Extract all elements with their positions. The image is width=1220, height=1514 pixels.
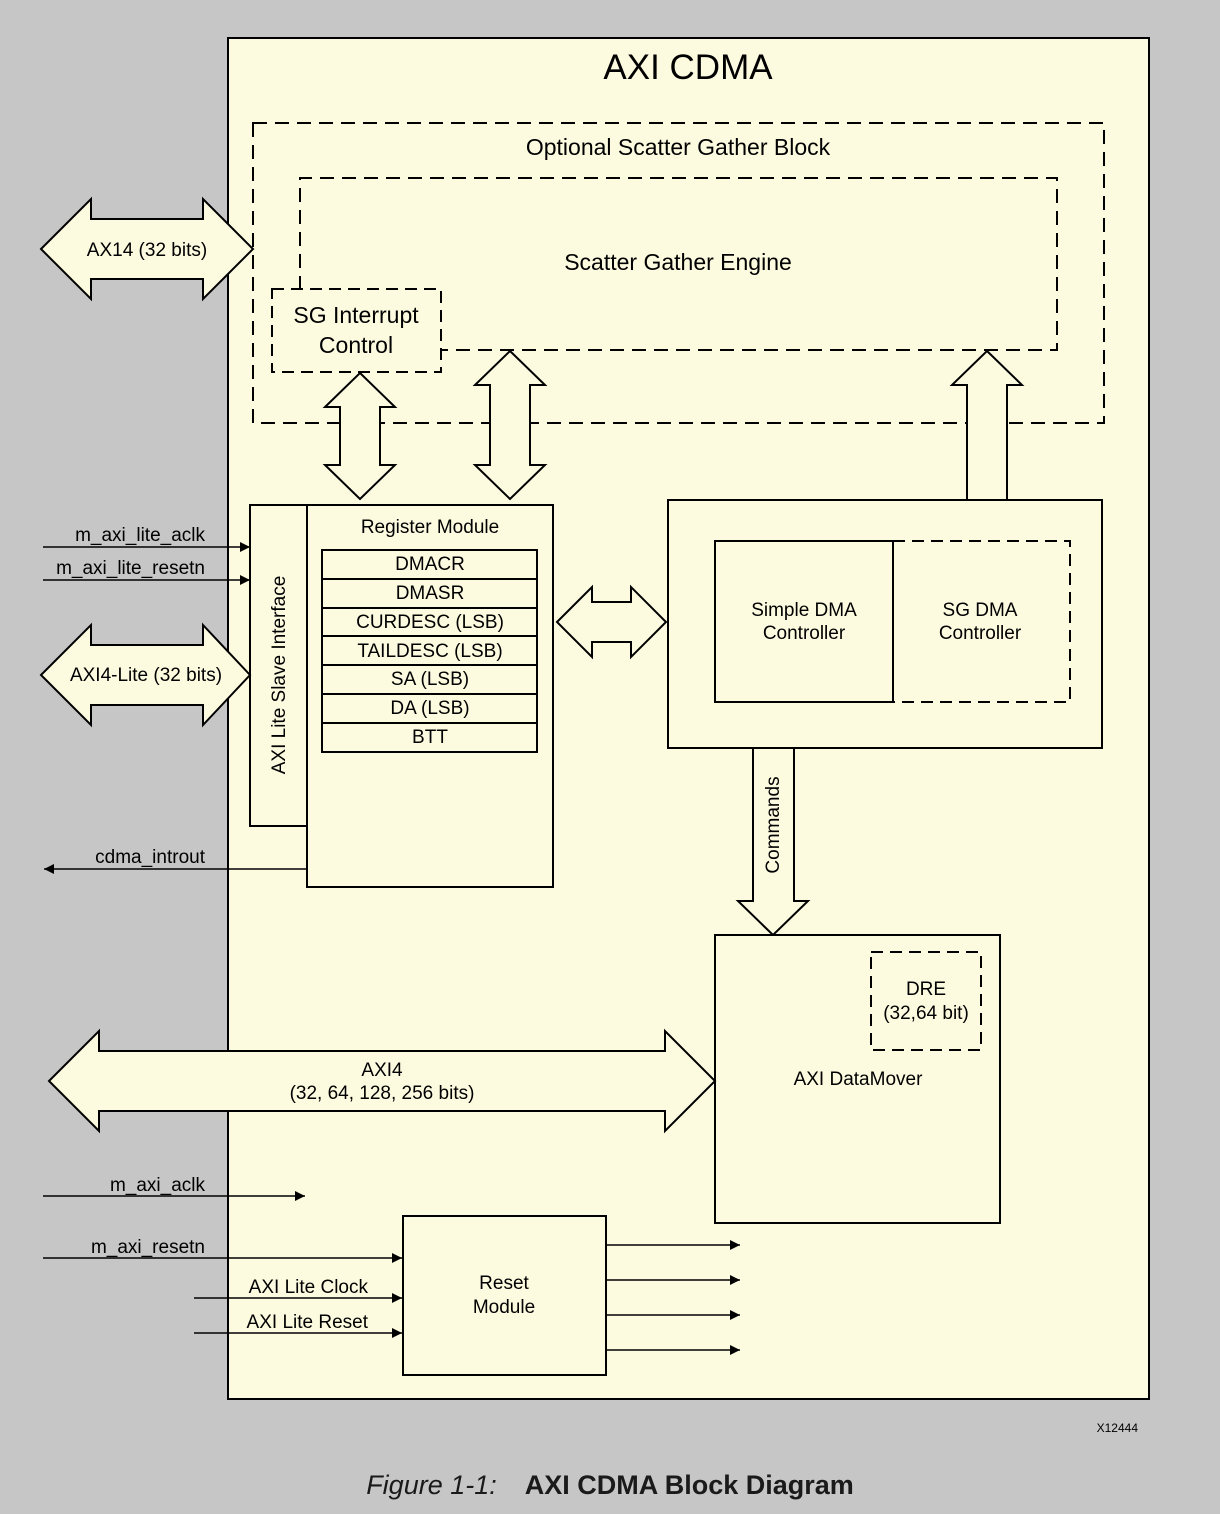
register-list: DMACR DMASR CURDESC (LSB) TAILDESC (LSB)… — [321, 549, 538, 753]
register-taildesc: TAILDESC (LSB) — [357, 641, 502, 662]
datamover-box — [714, 934, 1001, 1224]
sg-interrupt-label-2: Control — [319, 332, 393, 358]
axi4-lite-port-label: AXI4-Lite (32 bits) — [70, 665, 222, 686]
dre-label-1: DRE — [906, 979, 946, 1000]
cdma-introut-label: cdma_introut — [95, 847, 206, 868]
sg-block-label: Optional Scatter Gather Block — [526, 134, 831, 160]
register-dmasr: DMASR — [396, 583, 465, 604]
reset-module-box — [402, 1215, 607, 1376]
caption-number: Figure 1-1: — [366, 1470, 497, 1500]
m-axi-lite-aclk-label: m_axi_lite_aclk — [75, 525, 205, 546]
sg-engine-register-arrow — [472, 349, 548, 501]
caption-title: AXI CDMA Block Diagram — [524, 1470, 854, 1500]
register-da: DA (LSB) — [390, 698, 469, 719]
simple-dma-box — [714, 540, 894, 703]
axi-lite-clock-label: AXI Lite Clock — [249, 1277, 369, 1298]
m-axi-lite-resetn-label: m_axi_lite_resetn — [56, 558, 205, 579]
sg-dma-label-1: SG DMA — [943, 600, 1018, 621]
simple-dma-label-1: Simple DMA — [751, 600, 857, 621]
diagram-title: AXI CDMA — [603, 48, 773, 87]
datamover-label: AXI DataMover — [794, 1069, 923, 1090]
axi-lite-reset-label: AXI Lite Reset — [247, 1312, 369, 1333]
sg-interrupt-register-arrow — [322, 371, 398, 501]
axi4-lite-port-arrow — [39, 622, 252, 728]
axi4-port-label-2: (32, 64, 128, 256 bits) — [290, 1083, 475, 1104]
m-axi-aclk-label: m_axi_aclk — [110, 1175, 206, 1196]
register-btt: BTT — [412, 727, 448, 748]
sg-dma-box — [893, 540, 1071, 703]
axi4-port-arrow — [47, 1028, 717, 1134]
register-dmacr: DMACR — [395, 554, 465, 575]
register-curdesc: CURDESC (LSB) — [356, 612, 504, 633]
register-module-label: Register Module — [361, 517, 499, 538]
figure-id: X12444 — [1097, 1421, 1139, 1435]
axi-lite-slave-label: AXI Lite Slave Interface — [269, 576, 290, 775]
figure-caption: Figure 1-1: AXI CDMA Block Diagram — [0, 1470, 1220, 1501]
optional-sg-block — [252, 122, 1105, 424]
axi4-sg-port-label: AX14 (32 bits) — [87, 240, 207, 261]
axi-lite-slave-box — [249, 504, 308, 827]
sg-interrupt-box — [271, 288, 442, 373]
sg-interrupt-label-1: SG Interrupt — [293, 302, 419, 328]
axi4-sg-port-arrow — [39, 196, 255, 302]
commands-label: Commands — [763, 776, 784, 873]
register-controller-arrow — [555, 584, 668, 660]
sg-engine-box — [299, 177, 1058, 351]
axi4-port-label-1: AXI4 — [361, 1060, 403, 1081]
m-axi-resetn-label: m_axi_resetn — [91, 1237, 205, 1258]
sg-engine-label: Scatter Gather Engine — [564, 249, 792, 275]
simple-dma-label-2: Controller — [763, 623, 846, 644]
reset-module-label-1: Reset — [479, 1273, 529, 1294]
commands-arrow — [735, 747, 811, 937]
dre-label-2: (32,64 bit) — [883, 1003, 969, 1024]
sg-dma-label-2: Controller — [939, 623, 1022, 644]
reset-module-label-2: Module — [473, 1297, 535, 1318]
dre-box — [870, 951, 982, 1051]
register-sa: SA (LSB) — [391, 669, 469, 690]
